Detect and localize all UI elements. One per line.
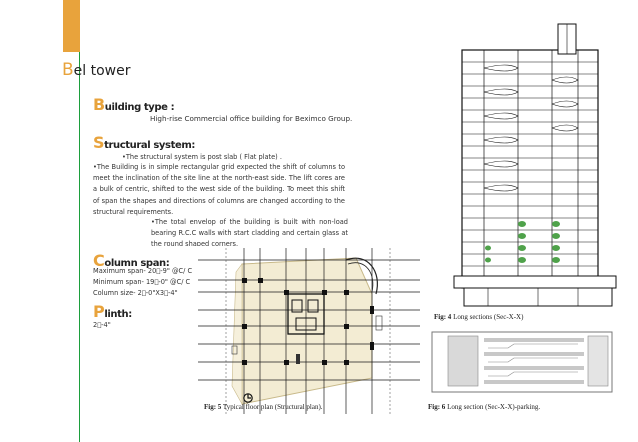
building-type-heading: Building type : [93, 95, 175, 114]
parking-section-drawing [428, 326, 620, 398]
structural-system-heading: Structural system: [93, 133, 195, 152]
title-rest: el tower [73, 63, 131, 79]
header-accent-bar [63, 0, 80, 52]
column-span-min: Minimum span- 19 -0" @C/ C [93, 278, 191, 286]
long-section-drawing [428, 20, 628, 320]
slide-title: Bel tower [62, 60, 131, 80]
structural-line-1: •The structural system is post slab ( Fl… [122, 153, 282, 161]
plinth-value: 2 -4" [93, 321, 111, 329]
fig4-caption: Fig: 4 Long sections (Sec-X-X) [434, 313, 524, 321]
north-arrow-icon [243, 393, 253, 403]
column-size: Column size- 2 -0"X3 -4" [93, 289, 178, 297]
fig6-caption: Fig: 6 Long section (Sec-X-X)-parking. [428, 403, 541, 411]
structural-paragraph-2: •The total envelop of the building is bu… [151, 218, 348, 249]
building-type-text: High-rise Commercial office building for… [150, 114, 353, 123]
column-span-max: Maximum span- 20 -9" @C/ C [93, 267, 193, 275]
title-initial: B [62, 60, 74, 80]
structural-paragraph: •The Building is in simple rectangular g… [93, 163, 345, 216]
column-span-heading: Column span: [93, 251, 170, 270]
floor-plan-drawing [196, 246, 422, 416]
vertical-rule [79, 52, 80, 442]
fig5-caption: Fig: 5 Typical floor plan (Structural pl… [204, 403, 323, 411]
plinth-heading: Plinth: [93, 302, 132, 321]
